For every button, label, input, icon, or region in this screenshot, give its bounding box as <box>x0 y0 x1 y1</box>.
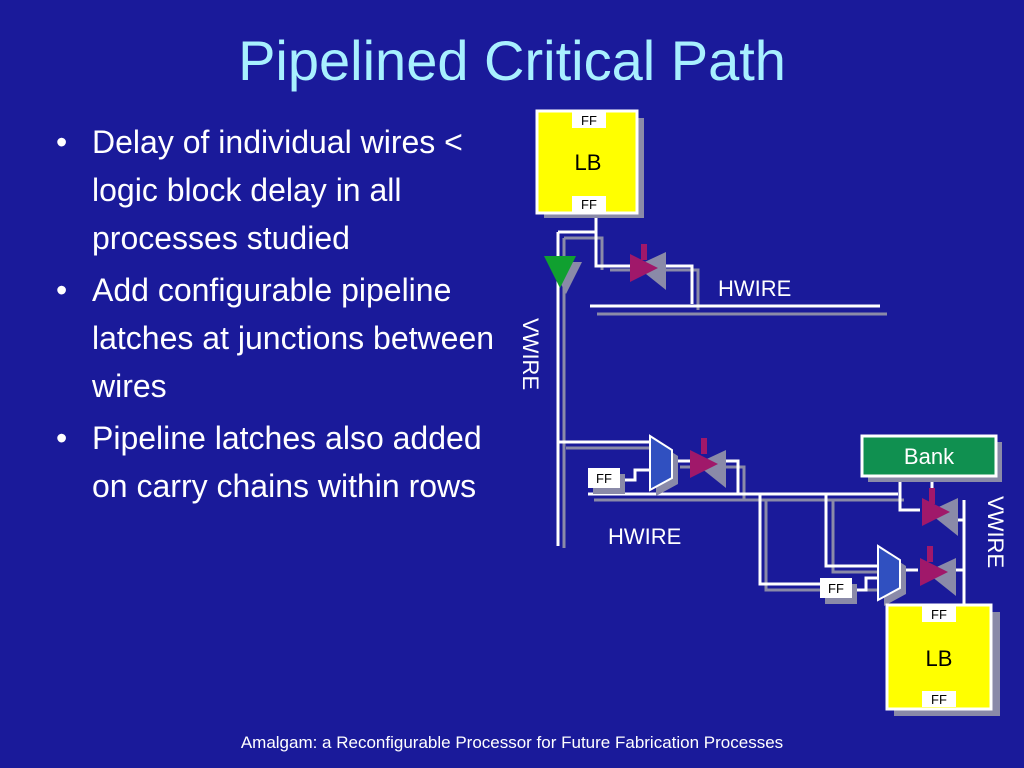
ff-box <box>572 112 606 128</box>
latch-bottom-icon <box>920 546 956 596</box>
bullet-item: • Add configurable pipeline latches at ju… <box>52 266 502 410</box>
ff-label: FF <box>581 113 597 128</box>
hwire-top-label: HWIRE <box>718 276 791 301</box>
bullet-item: • Pipeline latches also added on carry ch… <box>52 414 502 510</box>
wire-hwire-to-mux-right <box>824 494 880 568</box>
wire-hwire-to-ff-right <box>758 494 820 586</box>
hwire-bottom-label: HWIRE <box>608 524 681 549</box>
ff-label: FF <box>828 581 844 596</box>
wire-ff-right-to-mux <box>850 576 880 592</box>
mux-mid-icon <box>649 434 678 496</box>
bullet-text: Delay of individual wires < logic block … <box>92 124 463 256</box>
vwire-right-label: VWIRE <box>983 496 1008 568</box>
bullet-dot-icon: • <box>56 272 68 308</box>
bullet-text: Add configurable pipeline latches at jun… <box>92 272 495 404</box>
mux-bottom-icon <box>877 544 906 606</box>
wire-bank-left <box>898 478 920 512</box>
ff-label: FF <box>581 197 597 212</box>
latch-mid-icon <box>690 438 726 488</box>
ff-mid-right: FF <box>820 578 857 604</box>
bank-label: Bank <box>904 444 955 469</box>
wire-ff-to-mux <box>617 468 650 482</box>
bullet-list: • Delay of individual wires < logic block… <box>52 118 502 514</box>
bullet-item: • Delay of individual wires < logic block… <box>52 118 502 262</box>
slide-footer: Amalgam: a Reconfigurable Processor for … <box>240 733 784 752</box>
bullet-text: Pipeline latches also added on carry cha… <box>92 420 482 504</box>
ff-label: FF <box>596 471 612 486</box>
wire-to-latch-top <box>594 232 630 268</box>
ff-box <box>572 196 606 212</box>
ff-box <box>922 691 956 707</box>
lb-label: LB <box>575 150 602 175</box>
slide-title: Pipelined Critical Path <box>238 29 786 92</box>
buffer-triangle-icon <box>544 256 582 294</box>
latch-bank-icon <box>922 488 958 536</box>
lb-label: LB <box>926 646 953 671</box>
bullet-dot-icon: • <box>56 420 68 456</box>
wire-latch-to-hwire <box>660 264 694 304</box>
vwire-left-label: VWIRE <box>518 318 543 390</box>
ff-mid-left: FF <box>588 468 625 494</box>
wires <box>556 213 966 608</box>
latch-top-icon <box>630 244 666 290</box>
bullet-dot-icon: • <box>56 124 68 160</box>
ff-box <box>922 606 956 622</box>
logic-block-bottom: FF LB FF <box>885 603 1000 716</box>
ff-label: FF <box>931 692 947 707</box>
ff-label: FF <box>931 607 947 622</box>
bank-block: Bank <box>860 434 1002 482</box>
logic-block-top: FF LB FF <box>535 109 644 218</box>
